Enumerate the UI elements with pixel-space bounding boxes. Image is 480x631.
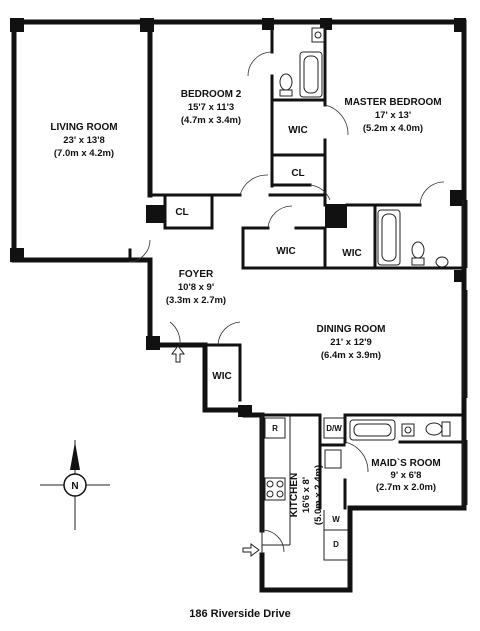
refrigerator: R [264,417,286,439]
sink-bedroom2 [311,27,325,43]
bathtub-maids [349,419,396,441]
toilet-master [411,241,425,266]
washer-label: W [332,515,340,524]
entry-arrow-kitchen [242,543,260,557]
entry-arrow-foyer [171,345,185,363]
foyer-name: FOYER [179,269,214,280]
foyer-label: FOYER 10'8 x 9' (3.3m x 2.7m) [166,269,226,306]
living-room-name: LIVING ROOM [50,122,117,133]
interior-walls [128,20,466,561]
maids-room-label: MAID`S ROOM 9' x 6'8 (2.7m x 2.0m) [371,458,440,493]
stove [264,477,286,501]
door-swings [127,51,445,553]
bedroom2-dim-imperial: 15'7 x 11'3 [188,102,234,113]
dishwasher-label: D/W [326,424,342,433]
living-room-dim-imperial: 23' x 13'8 [63,135,105,146]
washer: W [332,515,340,524]
maids-room-dim-imperial: 9' x 6'8 [391,470,422,481]
toilet-bedroom2 [279,73,293,97]
kitchen-dim-metric: (5.0m x 2.4m) [313,465,324,525]
sink-maids [401,423,415,437]
dryer-label: D [333,540,339,549]
bedroom2-name: BEDROOM 2 [181,89,242,100]
kitchen-name: KITCHEN [289,473,300,517]
bathtub-master [377,209,401,266]
structural-columns [10,18,466,417]
foyer-dim-metric: (3.3m x 2.7m) [166,295,226,306]
dining-room-dim-metric: (6.4m x 3.9m) [321,350,381,361]
cl-upper-label: CL [291,168,304,179]
master-bedroom-dim-imperial: 17' x 13' [375,110,411,121]
kitchen-sink [324,449,342,469]
living-room-label: LIVING ROOM 23' x 13'8 (7.0m x 4.2m) [50,122,117,159]
dryer: D [333,540,339,549]
dining-room-label: DINING ROOM 21' x 12'9 (6.4m x 3.9m) [317,324,386,361]
dining-room-dim-imperial: 21' x 12'9 [330,337,372,348]
sink-master [435,256,449,268]
bedroom2-dim-metric: (4.7m x 3.4m) [181,115,241,126]
windows [462,200,468,505]
wic-mid-left-label: WIC [276,246,295,257]
kitchen-dim-imperial: 16'6 x 8' [301,477,312,513]
bathtub-bedroom2 [299,51,323,98]
kitchen-label: KITCHEN 16'6 x 8' (5.0m x 2.4m) [289,465,324,525]
master-bedroom-name: MASTER BEDROOM [344,97,441,108]
maids-room-name: MAID`S ROOM [371,458,440,469]
master-bedroom-dim-metric: (5.2m x 4.0m) [363,123,423,134]
compass-icon: N [40,440,110,530]
refrigerator-label: R [272,424,278,433]
wic-mid-right-label: WIC [342,248,361,259]
wic-master-label: WIC [288,125,307,136]
cl-bedroom2-label: CL [175,207,188,218]
address-caption: 186 Riverside Drive [189,608,291,620]
wic-foyer-label: WIC [212,371,231,382]
foyer-dim-imperial: 10'8 x 9' [178,282,214,293]
dining-room-name: DINING ROOM [317,324,386,335]
compass-north-label: N [71,481,78,492]
toilet-maids [425,421,451,437]
maids-room-dim-metric: (2.7m x 2.0m) [376,482,436,493]
bedroom2-label: BEDROOM 2 15'7 x 11'3 (4.7m x 3.4m) [181,89,242,126]
dishwasher: D/W [323,417,345,439]
master-bedroom-label: MASTER BEDROOM 17' x 13' (5.2m x 4.0m) [344,97,441,134]
living-room-dim-metric: (7.0m x 4.2m) [54,148,114,159]
